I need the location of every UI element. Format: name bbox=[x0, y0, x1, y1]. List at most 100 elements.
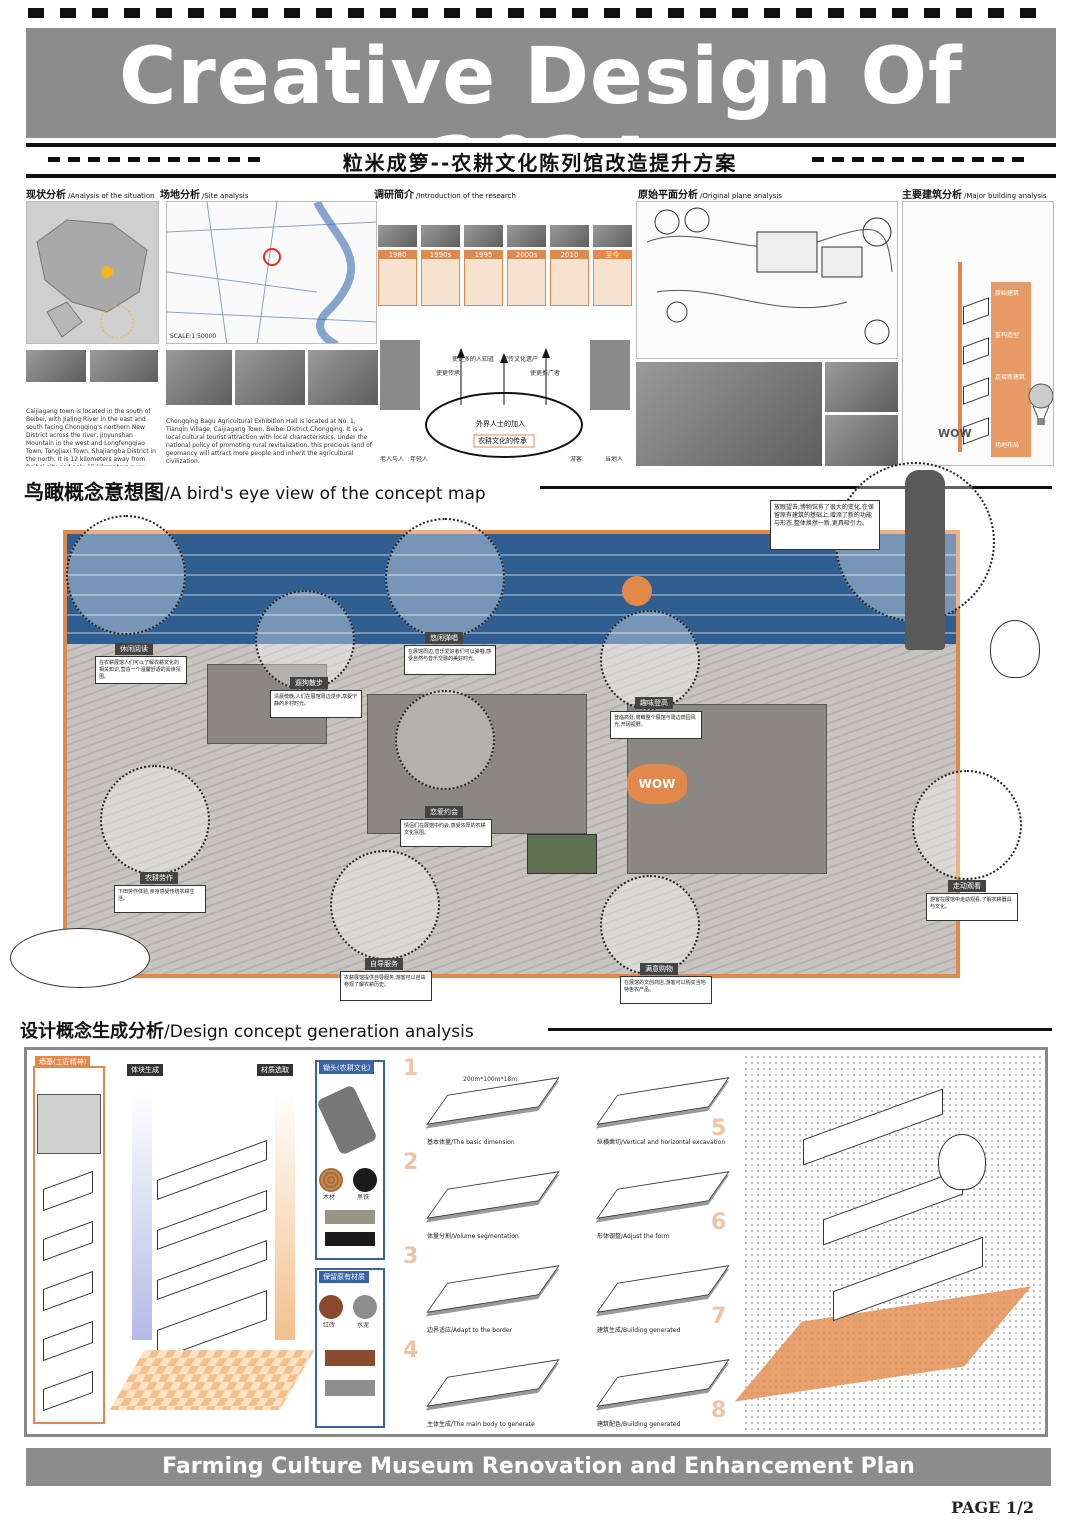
courtyard-field bbox=[527, 834, 597, 874]
title-rule-top bbox=[26, 143, 1056, 147]
exploded-axonometric bbox=[734, 1054, 1043, 1430]
research-people-mid: 年轻人 bbox=[410, 456, 429, 463]
sun-circle bbox=[622, 576, 652, 606]
bubble-walking bbox=[912, 770, 1022, 880]
timeline-year-2: 1990s bbox=[421, 250, 460, 260]
top-dash-border bbox=[28, 8, 1052, 18]
bubble-singing-note: 在展馆周边,音乐爱好者们可以弹唱,感受自然与音乐交融的美好时光。 bbox=[404, 645, 496, 675]
plan-photo-aerial bbox=[636, 362, 822, 466]
timeline-box-6 bbox=[593, 258, 632, 306]
page-subtitle: 粒米成箩--农耕文化陈列馆改造提升方案 bbox=[342, 151, 738, 175]
timeline-box-1 bbox=[378, 258, 417, 306]
hot-air-balloon-icon bbox=[1028, 383, 1053, 425]
bubble-walkdog-label: 遛狗散步 bbox=[290, 677, 328, 689]
bubble-climb bbox=[600, 610, 700, 710]
timeline-year-6: 至今 bbox=[593, 250, 632, 260]
keep-box-label: 保留原有材质 bbox=[319, 1271, 369, 1283]
china-map bbox=[26, 201, 159, 344]
bubble-farming-note: 下田劳作体验,亲身感受传统农耕生活。 bbox=[114, 885, 206, 913]
base-box-sketch bbox=[37, 1094, 101, 1154]
brick-swatch bbox=[319, 1295, 343, 1319]
major-orange-strip bbox=[991, 282, 1031, 457]
wave-line bbox=[67, 614, 956, 616]
timeline-photo-3 bbox=[464, 225, 503, 247]
site-map: SCALE:1:50000 bbox=[166, 201, 377, 344]
timeline-photo-5 bbox=[550, 225, 589, 247]
major-block-2 bbox=[963, 337, 989, 365]
bubble-farming bbox=[100, 765, 210, 875]
bubble-date bbox=[395, 690, 495, 790]
stone-bar bbox=[325, 1210, 375, 1224]
bubble-guide-label: 自导服务 bbox=[365, 958, 403, 970]
step-1: 1 200m*100m*18m 基本体量/The basic dimension bbox=[403, 1056, 563, 1146]
iron-bar bbox=[325, 1232, 375, 1246]
brick-label: 红砖 bbox=[323, 1322, 336, 1329]
step-7-slab bbox=[596, 1265, 730, 1313]
major-heading: 主要建筑分析/Major building analysis bbox=[902, 190, 1047, 201]
research-left-mid: 使更传承 bbox=[436, 370, 461, 377]
wow-burst: WOW bbox=[627, 764, 687, 804]
subtitle-dash-right bbox=[812, 157, 1032, 162]
bubble-date-label: 恋爱约会 bbox=[425, 806, 463, 818]
cement-swatch bbox=[353, 1295, 377, 1319]
step-2-slab bbox=[426, 1171, 560, 1219]
step-6-slab bbox=[596, 1171, 730, 1219]
wave-line bbox=[67, 632, 956, 634]
airship-icon bbox=[10, 928, 150, 988]
timeline-year-4: 2000s bbox=[507, 250, 546, 260]
site-description: Chongqing Bagu Agricultural Exhibition H… bbox=[166, 418, 372, 465]
timeline-photo-1 bbox=[378, 225, 417, 247]
exploded-layer-1 bbox=[803, 1088, 943, 1166]
bubble-walking-label: 走动观看 bbox=[948, 880, 986, 892]
step-5-slab bbox=[596, 1077, 730, 1125]
research-left-top: 使更多的人知道 bbox=[452, 356, 495, 363]
title-band: Creative Design Of 2024 bbox=[26, 28, 1056, 212]
status-photo-1 bbox=[26, 350, 86, 382]
hoe-box-label: 锄头(农耕文化) bbox=[319, 1062, 375, 1074]
sea-band bbox=[67, 534, 956, 644]
timeline-photo-6 bbox=[593, 225, 632, 247]
major-block-1 bbox=[963, 297, 989, 325]
bubble-farming-label: 农耕劳作 bbox=[140, 872, 178, 884]
site-photo-1 bbox=[166, 350, 232, 405]
birdseye-rule bbox=[540, 486, 1052, 489]
timeline-year-5: 2010 bbox=[550, 250, 589, 260]
wood-label: 木材 bbox=[323, 1194, 336, 1201]
site-photo-3 bbox=[308, 350, 378, 405]
bubble-shopping-note: 在展馆的文创商店,游客可以购买当地特色农产品。 bbox=[620, 976, 712, 1004]
timeline-year-3: 1995 bbox=[464, 250, 503, 260]
bubble-reading bbox=[66, 515, 186, 635]
research-diagram bbox=[380, 340, 630, 458]
exploded-balloon-icon bbox=[938, 1134, 986, 1190]
wave-line bbox=[67, 594, 956, 596]
volume-light-beam-right bbox=[275, 1090, 295, 1340]
footer-band: Farming Culture Museum Renovation and En… bbox=[26, 1448, 1051, 1486]
base-box-label: 墙基(工匠精神) bbox=[35, 1056, 91, 1068]
china-outline-icon bbox=[36, 219, 148, 339]
major-drawing: 原始建筑 重构造型 连接新建筑 场地布局 WOW bbox=[902, 201, 1054, 466]
step-1-dim: 200m*100m*18m bbox=[463, 1076, 518, 1083]
cement-label: 水泥 bbox=[357, 1322, 370, 1329]
research-right-top: 宣传文化遗产 bbox=[502, 356, 539, 363]
timeline-box-2 bbox=[421, 258, 460, 306]
status-photo-2 bbox=[90, 350, 158, 382]
volume-block-1 bbox=[157, 1139, 267, 1201]
brick-bar bbox=[325, 1350, 375, 1366]
volume-block-2 bbox=[157, 1189, 267, 1251]
volume-block-3 bbox=[157, 1239, 267, 1301]
bubble-walkdog bbox=[255, 590, 355, 690]
subtitle-dash-left bbox=[48, 157, 268, 162]
bubble-guide bbox=[330, 850, 440, 960]
bubble-walkdog-note: 清晨傍晚,人们在展馆周边漫步,享受宁静的乡村时光。 bbox=[270, 690, 362, 718]
major-label-4: 场地布局 bbox=[995, 442, 1020, 449]
concept-map: WOW bbox=[63, 530, 960, 978]
generation-frame: 墙基(工匠精神) 体块生成 材质选取 锄头(农耕文化) 木材 黑铁 保留原有材质… bbox=[24, 1047, 1048, 1437]
research-center-label: 外界人士的加入 bbox=[476, 420, 525, 428]
timeline-box-4 bbox=[507, 258, 546, 306]
bubble-singing bbox=[385, 518, 505, 638]
timeline-photo-2 bbox=[421, 225, 460, 247]
step-3-slab bbox=[426, 1265, 560, 1313]
volume-label: 体块生成 bbox=[127, 1064, 163, 1076]
step-8-slab bbox=[596, 1359, 730, 1407]
bubble-shopping-label: 满意购物 bbox=[640, 963, 678, 975]
